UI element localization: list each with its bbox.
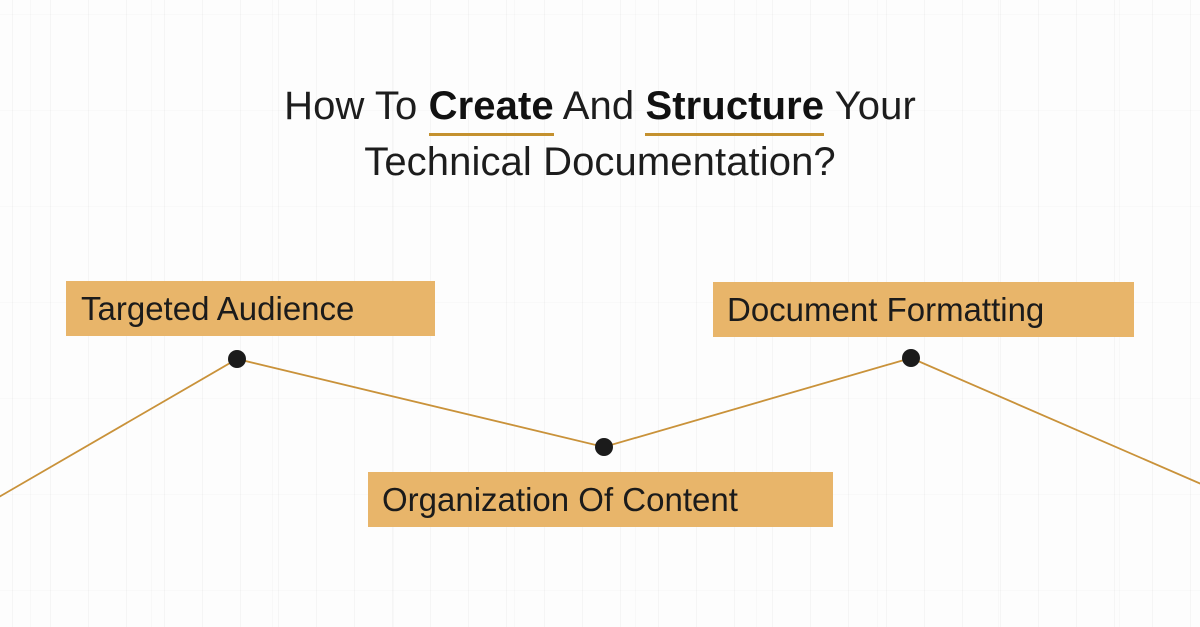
callout-organization-of-content[interactable]: Organization Of Content — [368, 472, 833, 527]
callout-document-formatting[interactable]: Document Formatting — [713, 282, 1134, 337]
title-emphasis-structure: Structure — [645, 84, 825, 136]
chart-data-point-marker[interactable] — [228, 350, 246, 368]
page-title: How To Create And Structure Your Technic… — [0, 78, 1200, 190]
page-title-line-2: Technical Documentation? — [364, 140, 836, 184]
title-emphasis-create: Create — [428, 84, 554, 136]
page-title-line-1: How To Create And Structure Your — [0, 78, 1200, 136]
callout-label-text: Document Formatting — [727, 291, 1045, 328]
callout-targeted-audience[interactable]: Targeted Audience — [66, 281, 435, 336]
title-text-fragment-2: And — [553, 84, 646, 128]
callout-label-text: Targeted Audience — [81, 290, 355, 327]
chart-data-point-marker[interactable] — [902, 349, 920, 367]
callout-label-text: Organization Of Content — [382, 481, 738, 518]
title-text-fragment-1: How To — [284, 84, 429, 128]
chart-data-point-marker[interactable] — [595, 438, 613, 456]
title-text-fragment-3: Your — [824, 84, 916, 128]
